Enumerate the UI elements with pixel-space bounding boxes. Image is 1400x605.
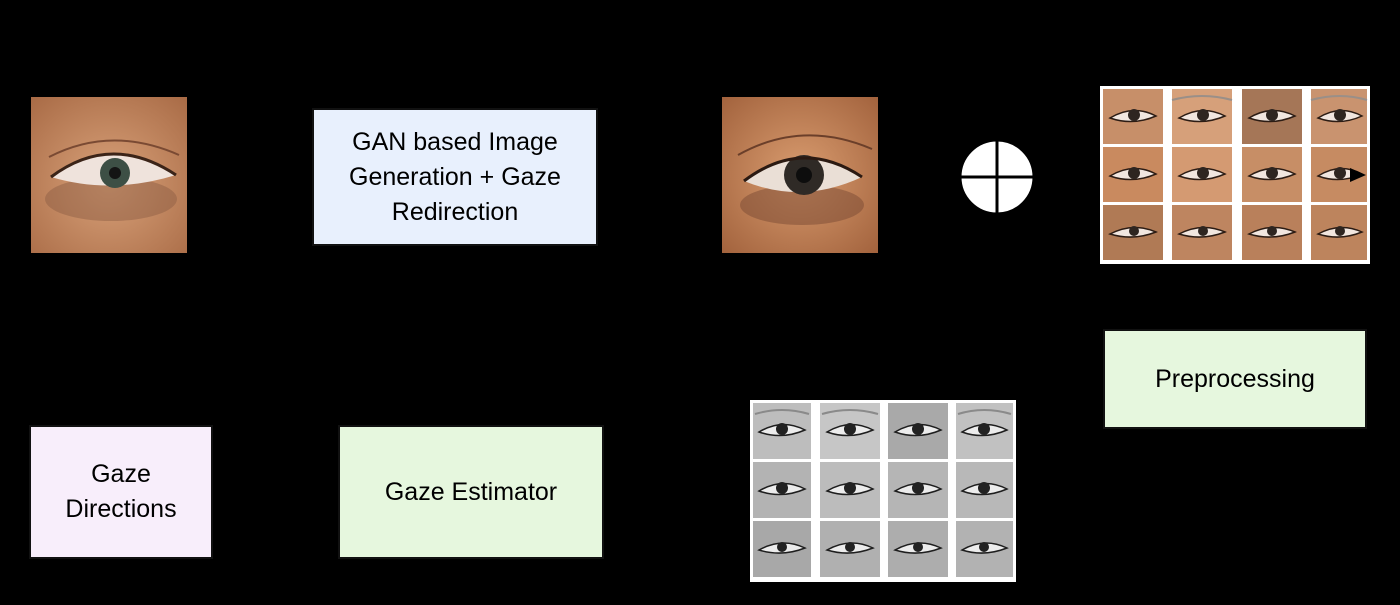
color-eye-grid bbox=[1100, 86, 1370, 264]
gaze-estimator-label: Gaze Estimator bbox=[384, 477, 558, 506]
grid-eye-shapes bbox=[754, 409, 1012, 554]
grayscale-eye-grid bbox=[750, 400, 1016, 582]
input-eye-image bbox=[31, 97, 187, 253]
preprocessing-box: Preprocessing bbox=[1103, 329, 1367, 429]
circle-plus-icon bbox=[958, 138, 1036, 216]
gaze-estimator-box: Gaze Estimator bbox=[338, 425, 604, 559]
generated-eye-image bbox=[722, 97, 878, 253]
gan-generation-label: GAN based Image Generation + Gaze Redire… bbox=[349, 127, 561, 226]
grid-eye-shapes bbox=[1108, 95, 1368, 238]
eye-illustration bbox=[722, 97, 878, 253]
gan-generation-box: GAN based Image Generation + Gaze Redire… bbox=[312, 108, 598, 246]
gaze-directions-box: Gaze Directions bbox=[29, 425, 213, 559]
eye-illustration bbox=[31, 97, 187, 253]
gaze-directions-label: Gaze Directions bbox=[65, 460, 177, 523]
preprocessing-label: Preprocessing bbox=[1155, 364, 1315, 393]
